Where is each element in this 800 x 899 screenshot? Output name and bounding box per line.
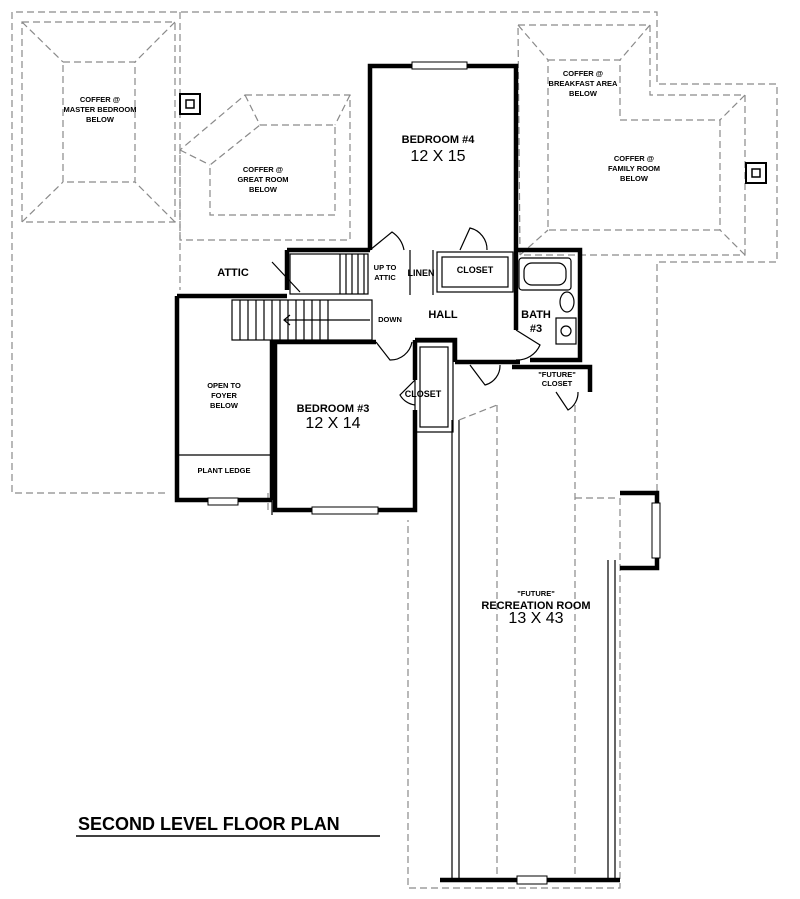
- bath-3-label: BATH: [521, 309, 551, 321]
- bedroom-3-size: 12 X 14: [305, 415, 360, 432]
- coffer-breakfast-family-outline: [517, 24, 746, 256]
- open-to-foyer-label: OPEN TO FOYER BELOW: [207, 381, 241, 410]
- coffer-family-room-label: COFFER @ FAMILY ROOM BELOW: [608, 154, 660, 183]
- recreation-room-size: 13 X 43: [508, 610, 563, 627]
- svg-text:BREAKFAST AREA: BREAKFAST AREA: [549, 79, 618, 88]
- coffer-great-room-outline: [179, 94, 351, 241]
- svg-text:BELOW: BELOW: [620, 174, 649, 183]
- recreation-future-label: "FUTURE": [517, 589, 555, 598]
- svg-text:COFFER @: COFFER @: [563, 69, 603, 78]
- closet-lower-label: CLOSET: [405, 389, 442, 399]
- roof-outline-dashed: [11, 11, 778, 510]
- svg-text:OPEN TO: OPEN TO: [207, 381, 241, 390]
- down-label: DOWN: [378, 315, 402, 324]
- stairs-down: [231, 299, 373, 341]
- svg-text:GREAT ROOM: GREAT ROOM: [237, 175, 288, 184]
- stairs-up-attic: [271, 253, 369, 295]
- svg-text:COFFER @: COFFER @: [243, 165, 283, 174]
- svg-text:BELOW: BELOW: [210, 401, 239, 410]
- recreation-room-outline: [407, 404, 621, 889]
- coffer-master-bedroom-label: COFFER @ MASTER BEDROOM BELOW: [64, 95, 137, 124]
- svg-text:FAMILY ROOM: FAMILY ROOM: [608, 164, 660, 173]
- bedroom-4-label: BEDROOM #4: [402, 134, 476, 146]
- svg-text:MASTER BEDROOM: MASTER BEDROOM: [64, 105, 137, 114]
- coffer-breakfast-area-label: COFFER @ BREAKFAST AREA BELOW: [549, 69, 618, 98]
- plant-ledge-label: PLANT LEDGE: [198, 466, 251, 475]
- bath-3-number: #3: [530, 323, 542, 335]
- up-to-attic-label-1: UP TO: [374, 263, 397, 272]
- svg-text:COFFER @: COFFER @: [614, 154, 654, 163]
- post-symbol-left: [179, 93, 201, 115]
- linen-label: LINEN: [408, 268, 435, 278]
- svg-text:BELOW: BELOW: [569, 89, 598, 98]
- svg-text:COFFER @: COFFER @: [80, 95, 120, 104]
- closet-upper-label: CLOSET: [457, 265, 494, 275]
- coffer-great-room-label: COFFER @ GREAT ROOM BELOW: [237, 165, 288, 194]
- future-closet-label-1: "FUTURE": [538, 370, 576, 379]
- bedroom-4-size: 12 X 15: [410, 148, 465, 165]
- plan-title: SECOND LEVEL FLOOR PLAN: [78, 814, 340, 834]
- attic-label: ATTIC: [217, 267, 249, 279]
- hall-label: HALL: [428, 309, 458, 321]
- svg-text:BELOW: BELOW: [86, 115, 115, 124]
- recreation-room-label: RECREATION ROOM: [481, 600, 590, 612]
- svg-text:BELOW: BELOW: [249, 185, 278, 194]
- future-closet-label-2: CLOSET: [542, 379, 573, 388]
- interior-walls: [179, 250, 514, 515]
- windows: [207, 61, 661, 885]
- door-swings: [369, 227, 579, 411]
- bath-fixtures: [518, 257, 577, 345]
- bedroom-3-label: BEDROOM #3: [297, 403, 370, 415]
- svg-text:FOYER: FOYER: [211, 391, 237, 400]
- post-symbol-right: [745, 162, 767, 184]
- coffer-master-bedroom-outline: [21, 21, 176, 223]
- up-to-attic-label-2: ATTIC: [374, 273, 396, 282]
